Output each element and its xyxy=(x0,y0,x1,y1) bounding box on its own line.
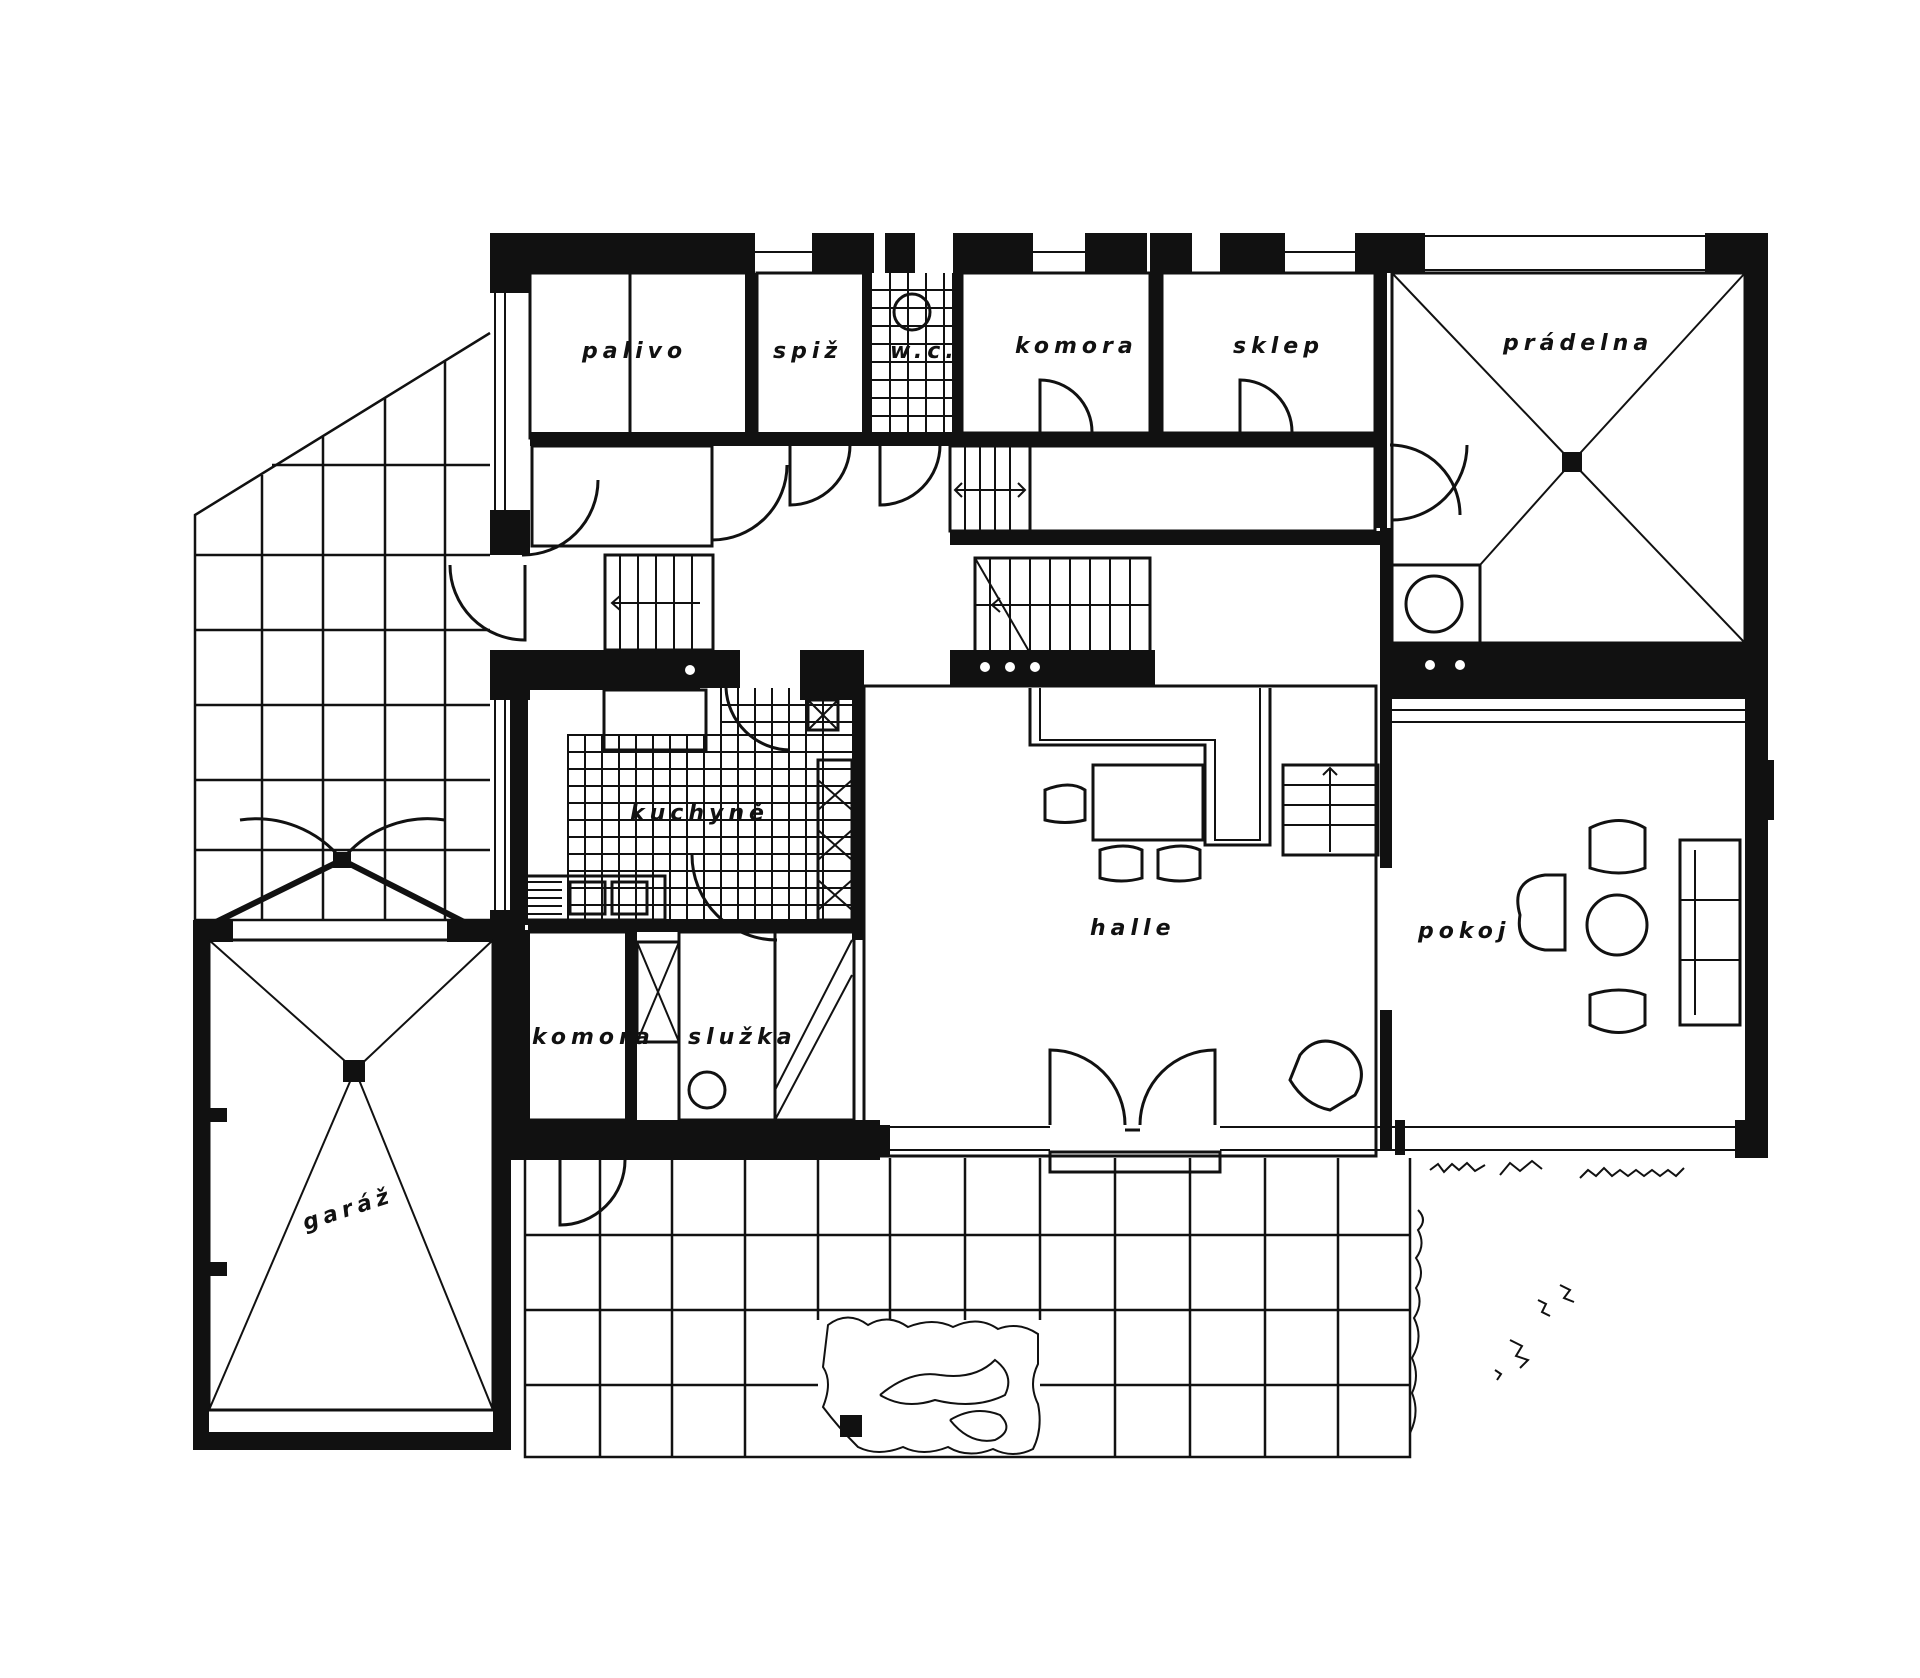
toilet-icon xyxy=(892,292,932,332)
room-label-garaz: garáž xyxy=(300,1183,397,1236)
armchair-icon xyxy=(1288,1039,1363,1112)
living-room xyxy=(1380,685,1745,1150)
wc-tiles xyxy=(872,273,952,432)
room-label-pradelna: prádelna xyxy=(1502,331,1653,356)
room-label-sluzka: služka xyxy=(688,1025,797,1050)
laundry-room xyxy=(1390,271,1747,685)
corridor-and-stairs xyxy=(448,443,1462,868)
terrace-gate-icon xyxy=(208,817,472,928)
room-label-palivo: palivo xyxy=(581,339,687,364)
maid-and-storage-rooms xyxy=(520,930,860,1227)
room-label-sklep: sklep xyxy=(1233,334,1324,359)
room-label-komora-bottom: komora xyxy=(532,1025,655,1050)
room-label-pokoj: pokoj xyxy=(1417,919,1510,944)
room-label-wc: w.c. xyxy=(890,339,959,364)
round-table-icon xyxy=(1585,893,1649,957)
room-label-komora-top: komora xyxy=(1015,334,1138,359)
room-labels: palivo spiž w.c. komora sklep prádelna k… xyxy=(300,331,1653,1236)
garage xyxy=(193,920,511,1450)
room-label-halle: halle xyxy=(1090,916,1176,941)
hall xyxy=(862,684,1380,1158)
north-rooms xyxy=(528,271,1387,528)
washbasin-icon xyxy=(687,1070,727,1110)
kitchen xyxy=(510,650,864,942)
south-terrace-paving xyxy=(523,1158,1412,1459)
planting-bed xyxy=(821,1316,1041,1455)
room-label-spiz: spiž xyxy=(773,339,842,364)
west-terrace-paving xyxy=(193,331,491,922)
garden-vegetation xyxy=(1409,1159,1685,1434)
outer-walls xyxy=(490,233,1774,1174)
room-label-kuchyne: kuchyně xyxy=(630,801,769,826)
